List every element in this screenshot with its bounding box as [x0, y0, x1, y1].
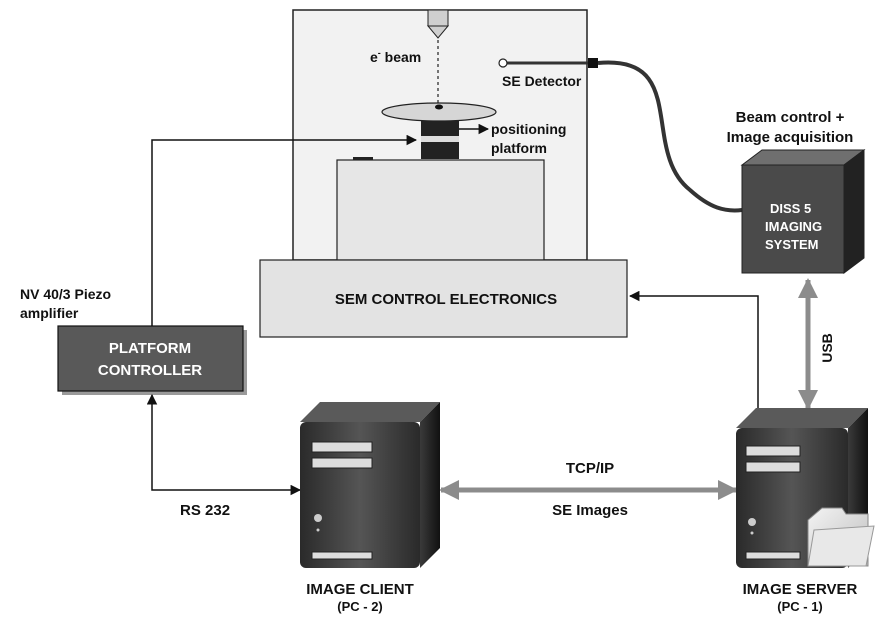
usb-label: USB	[819, 333, 835, 363]
stage-mark	[353, 157, 373, 160]
image-acquisition-label: Image acquisition	[727, 129, 854, 146]
nv-amplifier-label-line2: amplifier	[20, 305, 79, 321]
positioning-platform	[421, 121, 459, 159]
detector-cable	[597, 60, 743, 213]
image-client-sub-label: (PC - 2)	[337, 599, 383, 614]
nv-amplifier-label-line1: NV 40/3 Piezo	[20, 286, 111, 302]
tower-computer-icon	[300, 402, 440, 568]
tcpip-label: TCP/IP	[566, 460, 614, 477]
rs232-connection	[146, 393, 302, 496]
beam-control-label: Beam control +	[736, 109, 845, 126]
folder-icon	[807, 507, 875, 567]
rs232-label: RS 232	[180, 502, 230, 519]
svg-text:SYSTEM: SYSTEM	[765, 237, 818, 252]
svg-text:IMAGING: IMAGING	[765, 219, 822, 234]
controller-to-platform-line	[151, 134, 418, 326]
positioning-label: positioning	[491, 121, 566, 137]
image-client-label: IMAGE CLIENT	[306, 581, 414, 598]
e-beam-label: e- beam	[370, 48, 421, 65]
diss5-imaging-system: DISS 5 IMAGING SYSTEM	[740, 149, 866, 274]
stage-block	[336, 159, 545, 261]
sample-spot	[435, 104, 443, 110]
se-detector-label: SE Detector	[502, 73, 582, 89]
sem-to-server-connection	[628, 290, 764, 427]
platform-controller-label-2: CONTROLLER	[98, 362, 202, 379]
se-detector	[498, 58, 598, 68]
svg-text:DISS 5: DISS 5	[770, 201, 811, 216]
sem-control-electronics-label: SEM CONTROL ELECTRONICS	[335, 291, 557, 308]
electron-gun	[426, 9, 450, 39]
se-images-label: SE Images	[552, 502, 628, 519]
platform-label: platform	[491, 140, 547, 156]
platform-controller-label-1: PLATFORM	[109, 340, 191, 357]
sem-control-electronics-box	[259, 259, 628, 338]
image-server-label: IMAGE SERVER	[743, 581, 858, 598]
platform-controller-box	[57, 325, 244, 392]
image-server-sub-label: (PC - 1)	[777, 599, 823, 614]
